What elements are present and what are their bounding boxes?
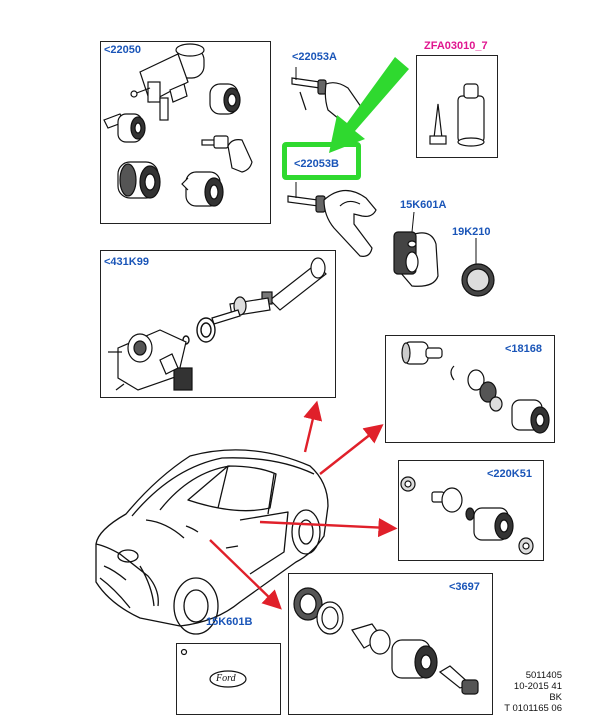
leader-lines bbox=[295, 67, 477, 264]
callout-22050: <22050 bbox=[104, 44, 142, 56]
lock-cylinder-3-icon bbox=[117, 161, 161, 199]
callout-zfa03010-7: ZFA03010_7 bbox=[424, 40, 488, 52]
ford-logo-text: Ford bbox=[216, 673, 236, 684]
callout-22053a: <22053A bbox=[292, 51, 337, 63]
callout-18168: <18168 bbox=[505, 343, 543, 355]
transmitter-15k601a-icon bbox=[393, 231, 439, 287]
callout-22053b: <22053B bbox=[294, 158, 339, 170]
callout-3697: <3697 bbox=[449, 581, 480, 593]
car-body-icon bbox=[95, 449, 329, 635]
battery-19k210-icon bbox=[461, 263, 495, 297]
callout-19k210: 19K210 bbox=[452, 226, 491, 238]
reference-block: 5011405 10-2015 41 BK T 0101165 06 bbox=[492, 670, 562, 714]
ref-line-4: T 0101165 06 bbox=[504, 703, 562, 714]
ignition-lock-assembly-icon bbox=[130, 43, 205, 121]
steering-lock-shaft-icon bbox=[211, 257, 327, 325]
grease-tube-icon bbox=[429, 83, 485, 147]
door-lock-cylinder-220k51-icon bbox=[400, 476, 534, 555]
lock-cylinder-2-icon bbox=[103, 113, 146, 143]
key-in-panel-icon bbox=[201, 135, 253, 173]
ref-line-3: BK bbox=[549, 692, 562, 703]
callout-431k99: <431K99 bbox=[104, 256, 149, 268]
red-arrows bbox=[209, 400, 398, 610]
door-lock-cylinder-18168-icon bbox=[401, 341, 550, 434]
ford-logo-plate-icon bbox=[180, 648, 247, 688]
ref-line-1: 5011405 bbox=[525, 670, 562, 681]
callout-15k601b: 15K601B bbox=[206, 616, 253, 628]
tailgate-lock-3697-icon bbox=[293, 587, 479, 695]
panel-15k601b bbox=[176, 643, 281, 715]
callout-15k601a: 15K601A bbox=[400, 199, 447, 211]
green-highlight-arrow bbox=[329, 57, 409, 153]
lock-cylinder-1-icon bbox=[209, 83, 241, 115]
washer-ring-icon bbox=[182, 317, 216, 345]
lock-housing-icon bbox=[108, 329, 193, 391]
ref-line-2: 10-2015 41 bbox=[513, 681, 562, 692]
highlight-box-22053b bbox=[282, 142, 361, 180]
callout-220k51: <220K51 bbox=[487, 468, 532, 480]
lock-cylinder-4-icon bbox=[181, 171, 224, 207]
key-22053b-icon bbox=[287, 189, 377, 257]
panel-3697 bbox=[288, 573, 493, 715]
